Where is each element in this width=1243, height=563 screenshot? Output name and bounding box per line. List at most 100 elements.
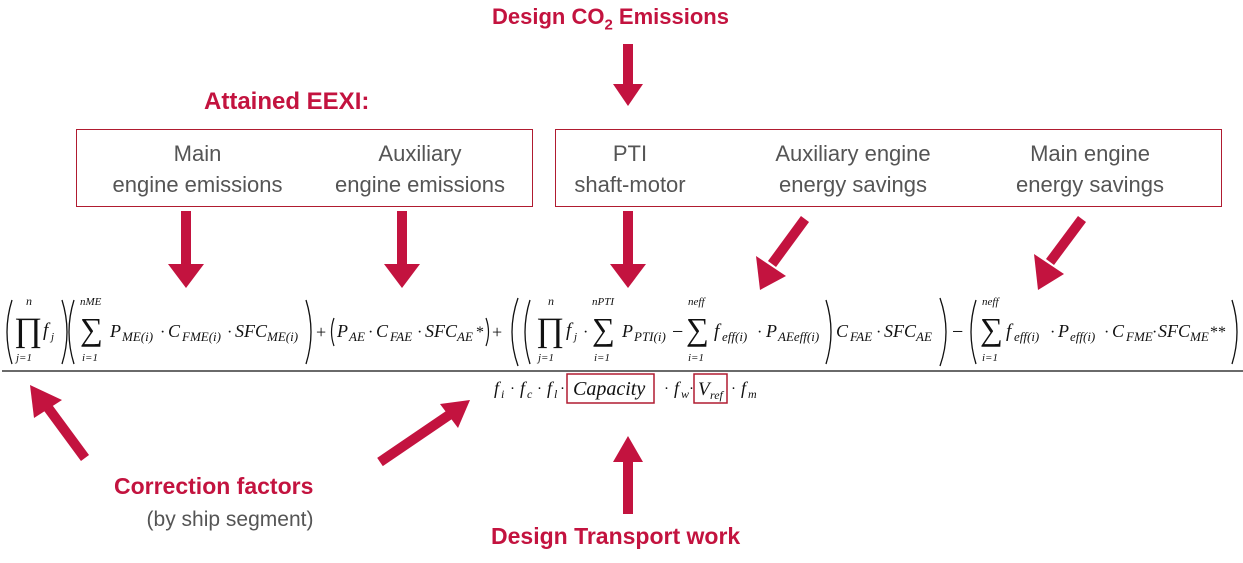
prod2-symbol: ∏ <box>536 312 564 349</box>
vref-box <box>693 373 728 404</box>
dot-7: · <box>876 324 881 341</box>
c-fme-2-sub: FME <box>1125 329 1153 344</box>
arrow-diag-aux-savings <box>756 216 810 290</box>
savings-box <box>555 129 1222 207</box>
f-c-sub: c <box>527 387 533 401</box>
p-eff: P <box>1057 321 1069 341</box>
f-l-sub: l <box>554 387 558 401</box>
sfc-me: SFC <box>235 321 268 341</box>
dot-8: · <box>1050 324 1055 341</box>
dot-9: · <box>1104 324 1109 341</box>
dot-d3: · <box>560 381 565 397</box>
arrow-diag-correction-left <box>30 385 90 461</box>
f-w: f <box>674 378 682 398</box>
sfc-ae-2-sub: AE <box>915 329 932 344</box>
sfc-ae-2: SFC <box>884 321 917 341</box>
sum3-top: neff <box>688 296 706 308</box>
f-j-2-sub: j <box>572 331 577 343</box>
arrow-down-design-co2 <box>613 44 643 106</box>
paren-right-6 <box>1231 299 1238 365</box>
f-m-sub: m <box>748 387 757 401</box>
paren-right-5 <box>825 299 832 365</box>
sum2-top: nPTI <box>592 296 615 308</box>
prod-symbol: ∏ <box>14 312 42 349</box>
p-aeeff: P <box>765 321 777 341</box>
p-pti-sub: PTI(i) <box>633 329 666 344</box>
p-ae-sub: AE <box>348 329 365 344</box>
c-fme: C <box>168 321 181 341</box>
paren-right-3 <box>485 317 490 347</box>
design-co2-title: Design CO2 Emissions <box>492 4 729 34</box>
sfc-me-sub: ME(i) <box>266 329 298 344</box>
c-fme-2: C <box>1112 321 1125 341</box>
p-aeeff-sub: AEeff(i) <box>777 329 819 344</box>
paren-left-1 <box>6 299 13 365</box>
dot-d5: · <box>689 381 694 397</box>
dot-4: · <box>417 324 422 341</box>
arrow-down-aux-engine <box>384 211 420 288</box>
prod-top: n <box>26 294 32 308</box>
sfc-me-2: SFC <box>1158 321 1191 341</box>
sum2-bottom: i=1 <box>594 352 610 364</box>
dot-d1: · <box>510 381 515 397</box>
plus-2: + <box>492 322 502 342</box>
c-fae-2: C <box>836 321 849 341</box>
c-fae-sub: FAE <box>389 329 412 344</box>
c-fae: C <box>376 321 389 341</box>
sum1-bottom: i=1 <box>82 352 98 364</box>
v-ref-sub: ref <box>710 388 725 402</box>
arrow-up-transport <box>613 436 643 514</box>
f-c: f <box>520 378 528 398</box>
paren-left-4 <box>511 297 519 367</box>
paren-left-6 <box>970 299 977 365</box>
denominator: f i · f c · f l · Capacity · f w · V ref… <box>494 373 757 404</box>
capacity-box <box>566 373 655 404</box>
sum1-symbol: ∑ <box>80 311 103 347</box>
p-me-sub: ME(i) <box>121 329 153 344</box>
f-i-sub: i <box>501 387 504 401</box>
sum4-symbol: ∑ <box>980 311 1003 347</box>
minus-1: − <box>672 321 683 343</box>
f-j-2: f <box>566 320 574 341</box>
paren-left-2 <box>68 299 75 365</box>
sum3-symbol: ∑ <box>686 311 709 347</box>
emissions-box <box>76 129 533 207</box>
prod-bottom: j=1 <box>14 352 32 364</box>
dot-d4: · <box>664 381 669 397</box>
plus-1: + <box>316 322 326 342</box>
design-transport-work-title: Design Transport work <box>491 523 741 549</box>
f-j-sub: j <box>49 331 54 343</box>
sfc-me-2-sub: ME <box>1189 329 1209 344</box>
numerator: n ∏ j=1 f j nME ∑ i=1 P ME(i) · C FME(i)… <box>6 294 1238 367</box>
f-l: f <box>547 378 555 398</box>
correction-factors-title: Correction factors <box>114 473 314 499</box>
dot-3: · <box>368 324 373 341</box>
paren-right-2 <box>305 299 312 365</box>
dot-d2: · <box>537 381 542 397</box>
capacity-term: Capacity <box>573 378 645 400</box>
by-ship-segment-label: (by ship segment) <box>146 508 314 531</box>
sum3-bottom: i=1 <box>688 352 704 364</box>
f-eff-2: f <box>1006 321 1014 342</box>
arrow-down-main-engine <box>168 211 204 288</box>
double-star: ** <box>1210 324 1226 341</box>
f-w-sub: w <box>681 387 689 401</box>
arrows-group <box>30 44 1087 514</box>
v-ref: V <box>698 379 712 400</box>
star-1: * <box>476 324 484 341</box>
p-pti: P <box>621 321 633 341</box>
f-eff-sub: eff(i) <box>722 329 747 344</box>
f-j: f <box>43 320 51 341</box>
arrow-down-pti <box>610 211 646 288</box>
p-ae: P <box>336 321 348 341</box>
p-me: P <box>109 321 121 341</box>
arrow-diag-main-savings <box>1034 216 1087 290</box>
prod2-top: n <box>548 294 554 308</box>
f-eff-2-sub: eff(i) <box>1014 329 1039 344</box>
sum2-symbol: ∑ <box>592 311 615 347</box>
sfc-ae-sub: AE <box>456 329 473 344</box>
